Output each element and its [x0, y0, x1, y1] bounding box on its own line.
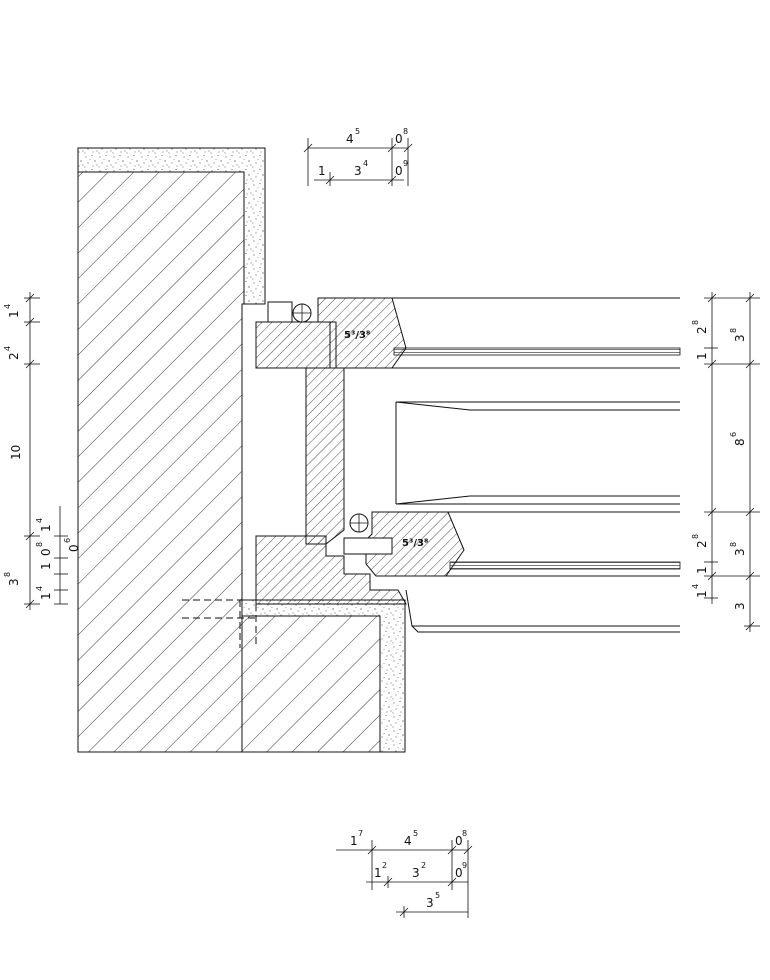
svg-text:4: 4 [404, 834, 412, 848]
masonry-lower [241, 615, 381, 753]
upper-sash-profile [317, 297, 407, 369]
svg-text:3: 3 [412, 866, 420, 880]
svg-text:8: 8 [729, 542, 738, 547]
wall-upper [77, 147, 266, 753]
svg-text:2: 2 [421, 861, 426, 870]
svg-text:9: 9 [462, 861, 467, 870]
svg-text:4: 4 [3, 346, 12, 351]
masonry-upper [77, 171, 245, 753]
svg-text:1: 1 [39, 592, 53, 600]
svg-text:10: 10 [9, 445, 23, 460]
svg-text:3: 3 [733, 334, 747, 342]
svg-text:1: 1 [350, 834, 358, 848]
glass-label-upper: 5³/3⁸ [344, 330, 370, 341]
dimension-bottom-text: 17 45 08 12 32 09 35 [350, 829, 467, 910]
svg-text:0: 0 [395, 164, 403, 178]
svg-text:1: 1 [695, 590, 709, 598]
svg-text:1: 1 [7, 310, 21, 318]
svg-text:4: 4 [346, 132, 354, 146]
svg-text:8: 8 [403, 127, 408, 136]
svg-text:1: 1 [39, 524, 53, 532]
svg-text:3: 3 [354, 164, 362, 178]
svg-text:0: 0 [395, 132, 403, 146]
glazing-upper [392, 297, 681, 369]
svg-text:1: 1 [695, 566, 709, 574]
glass-label-lower: 5³/3⁸ [402, 538, 428, 549]
wall-lower [182, 599, 406, 753]
dimension-left-text: 14 24 10 14 06 1 08 38 14 [3, 304, 81, 600]
svg-text:5: 5 [435, 891, 440, 900]
svg-text:9: 9 [403, 159, 408, 168]
svg-text:6: 6 [63, 538, 72, 543]
dimension-right [704, 292, 760, 632]
svg-text:1: 1 [39, 562, 53, 570]
upper-frame: 5³/3⁸ [255, 297, 407, 369]
svg-text:8: 8 [462, 829, 467, 838]
svg-text:3: 3 [733, 548, 747, 556]
svg-text:8: 8 [3, 572, 12, 577]
glazing-middle [395, 401, 680, 505]
svg-text:3: 3 [733, 602, 747, 610]
dimension-bottom [336, 840, 473, 918]
svg-text:5: 5 [355, 127, 360, 136]
svg-text:2: 2 [695, 540, 709, 548]
svg-text:3: 3 [426, 896, 434, 910]
svg-text:1: 1 [695, 352, 709, 360]
svg-text:8: 8 [729, 328, 738, 333]
mullion [305, 367, 345, 545]
svg-text:7: 7 [358, 829, 363, 838]
svg-text:0: 0 [67, 544, 81, 552]
svg-text:8: 8 [691, 534, 700, 539]
dimension-top-text: 45 08 1 34 09 [318, 127, 408, 178]
svg-text:1: 1 [374, 866, 382, 880]
svg-text:4: 4 [691, 584, 700, 589]
dimension-left [24, 292, 68, 610]
svg-text:4: 4 [35, 518, 44, 523]
svg-text:2: 2 [7, 352, 21, 360]
svg-text:4: 4 [35, 586, 44, 591]
lower-sash-profile [365, 511, 465, 577]
dimension-top [303, 138, 413, 186]
svg-text:3: 3 [7, 578, 21, 586]
svg-text:4: 4 [363, 159, 368, 168]
svg-text:0: 0 [455, 834, 463, 848]
svg-text:5: 5 [413, 829, 418, 838]
svg-text:8: 8 [691, 320, 700, 325]
lower-frame: 5³/3⁸ [255, 511, 465, 605]
svg-text:2: 2 [382, 861, 387, 870]
lower-frame-profile [255, 535, 407, 605]
svg-text:1: 1 [318, 164, 326, 178]
svg-text:2: 2 [695, 326, 709, 334]
svg-text:6: 6 [729, 432, 738, 437]
svg-text:4: 4 [3, 304, 12, 309]
dimension-right-text: 28 38 1 86 28 38 1 14 3 [691, 320, 747, 610]
upper-frame-profile [255, 321, 337, 369]
svg-text:0: 0 [39, 548, 53, 556]
glazing-lower [405, 511, 681, 633]
svg-text:0: 0 [455, 866, 463, 880]
svg-text:8: 8 [733, 438, 747, 446]
svg-text:8: 8 [35, 542, 44, 547]
